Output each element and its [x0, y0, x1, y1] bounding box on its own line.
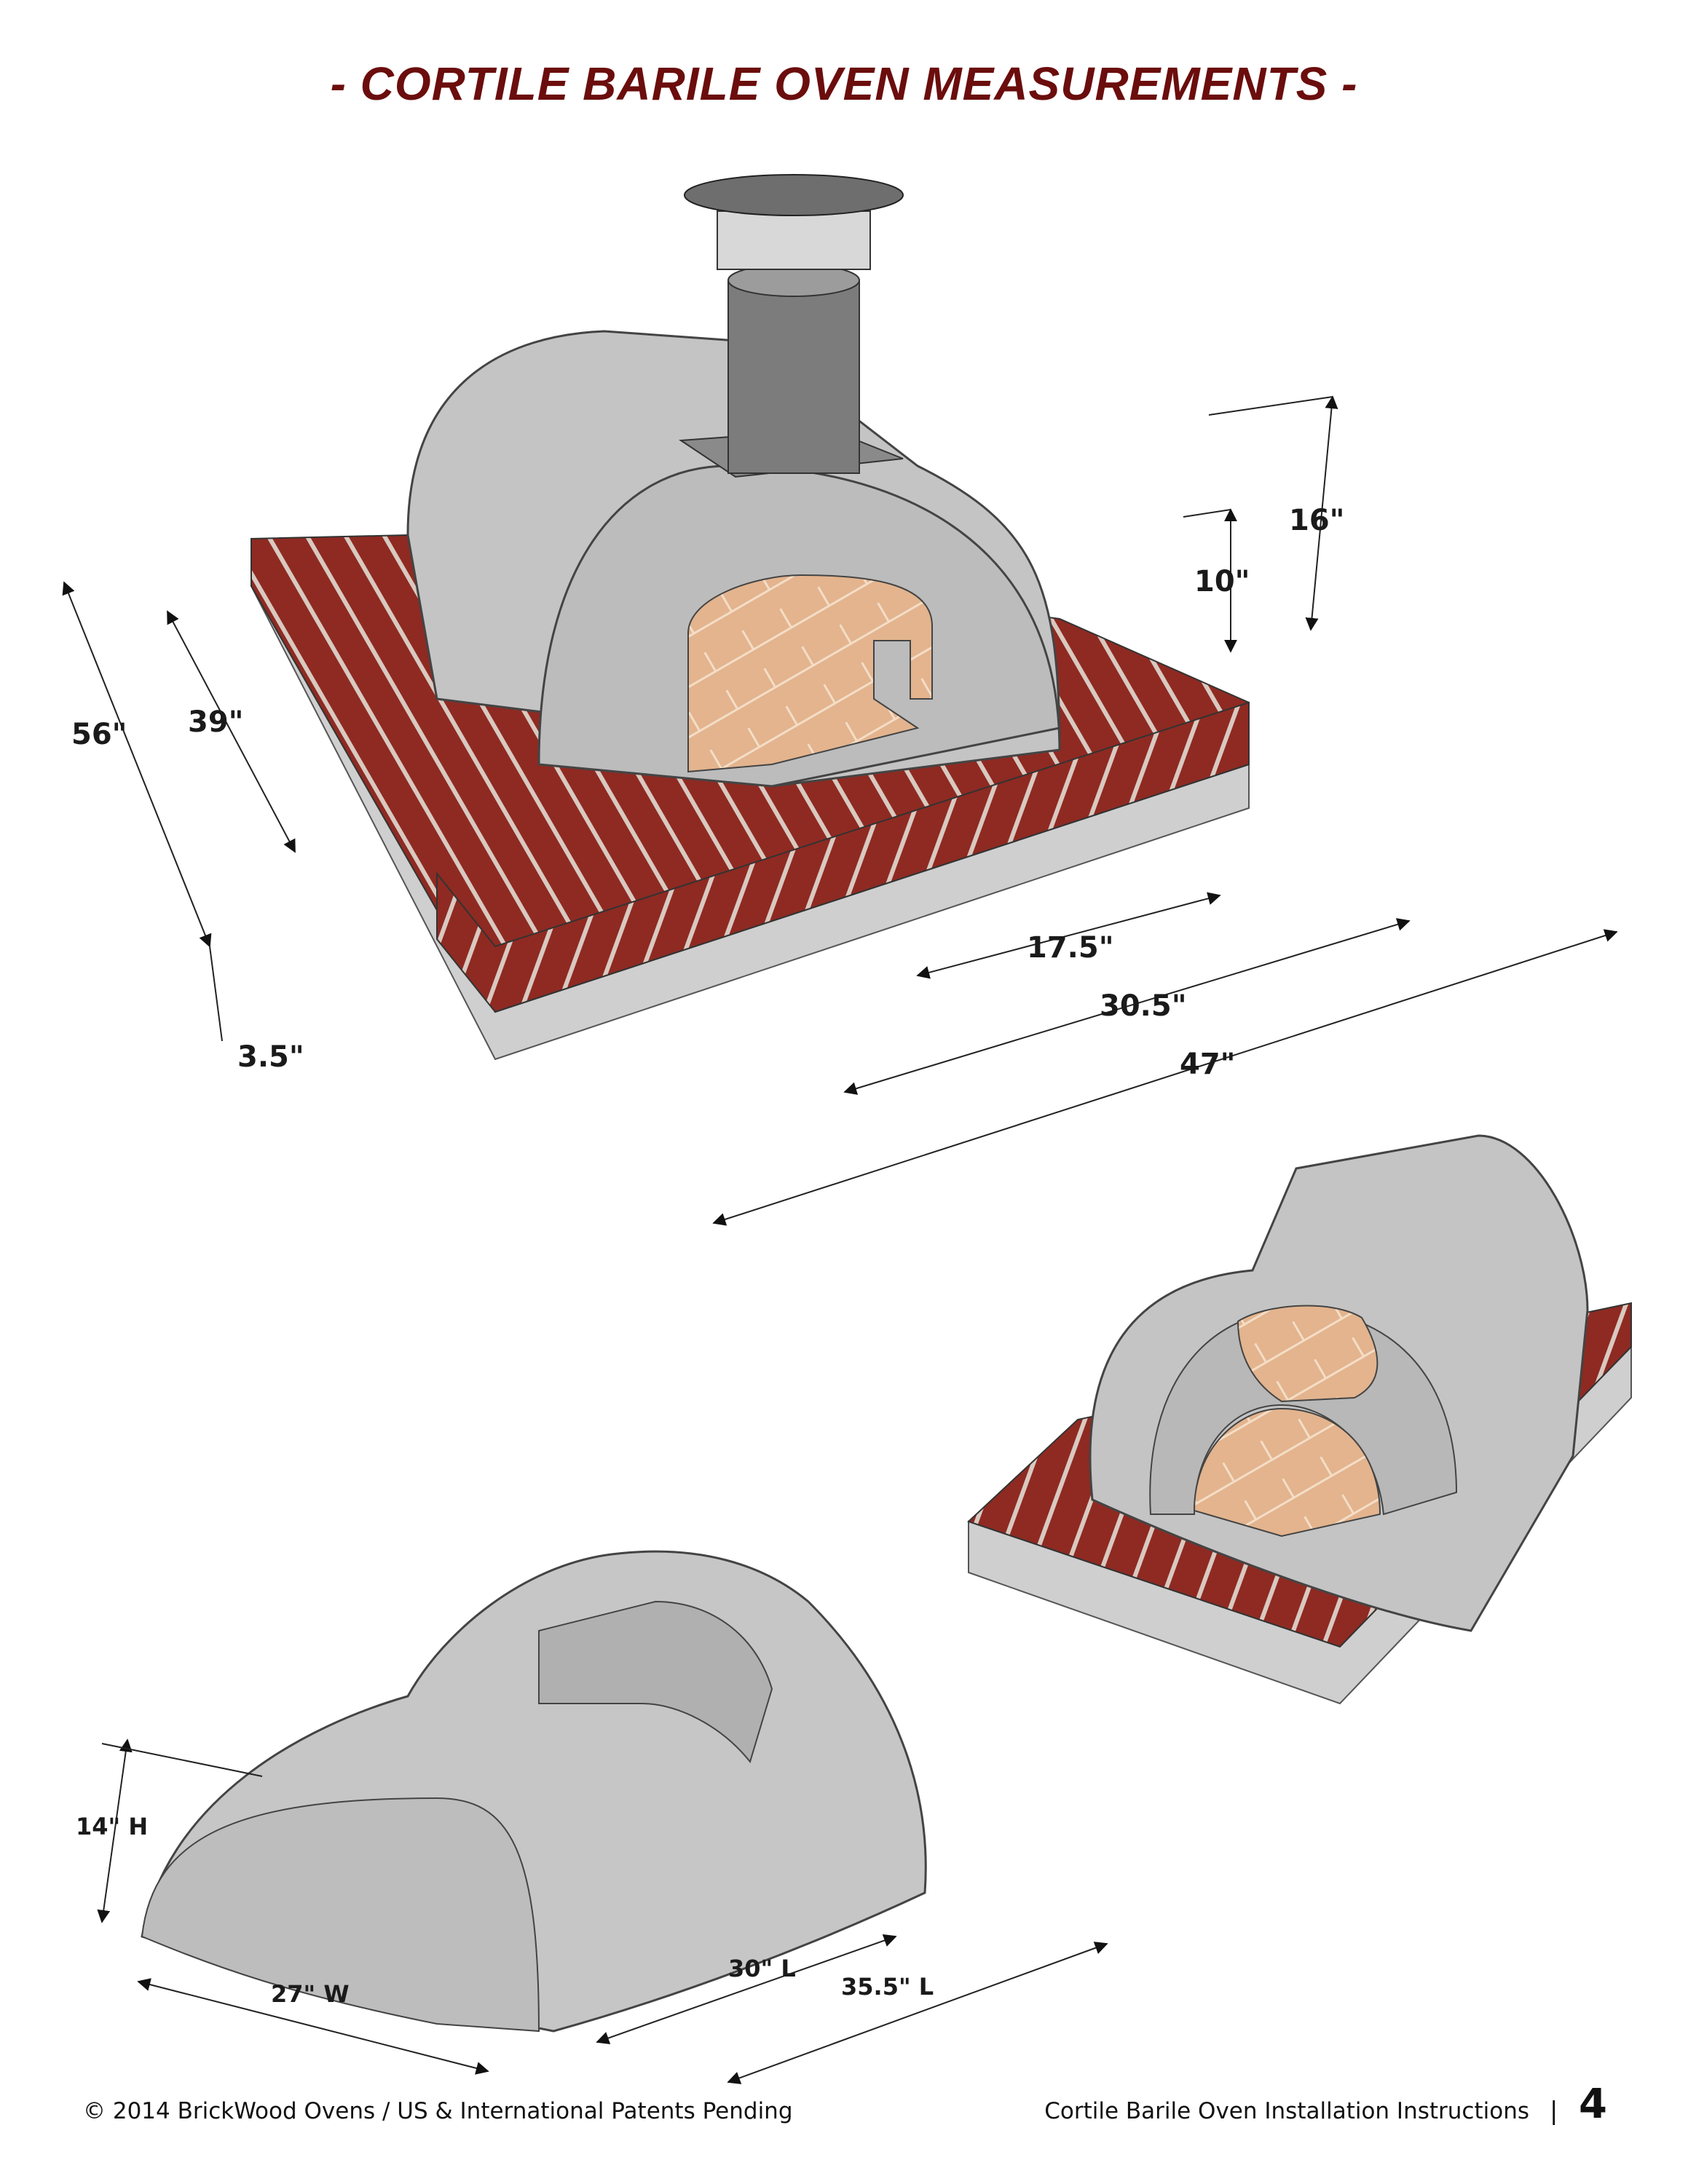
dim-depth-outer: 56" — [71, 718, 127, 751]
dim-opening-height: 10" — [1194, 565, 1250, 598]
dome-shell: 14" H 27" W 30" L 35.5" L — [76, 1550, 1108, 2084]
dim-dome-height: 14" H — [76, 1813, 148, 1840]
dim-dome-length-outer: 35.5" L — [841, 1973, 934, 2001]
exploded-inner-arch — [1149, 1309, 1458, 1516]
footer-separator: | — [1550, 2097, 1558, 2126]
dim-inner-width: 30.5" — [1100, 989, 1187, 1023]
main-oven: 56" 39" 3.5" 17.5" 30.5" 47" 10" 16" — [62, 174, 1618, 1226]
page-number: 4 — [1579, 2081, 1607, 2128]
page-title: - CORTILE BARILE OVEN MEASUREMENTS - — [330, 58, 1358, 110]
dim-outer-width: 47" — [1180, 1048, 1236, 1081]
exploded-oven — [967, 1134, 1632, 1705]
dim-dome-length-inner: 30" L — [728, 1955, 796, 1982]
dim-opening-width: 17.5" — [1027, 931, 1114, 965]
footer-copyright: © 2014 BrickWood Ovens / US & Internatio… — [83, 2098, 793, 2124]
chimney-pipe — [727, 280, 860, 474]
chimney-cap — [684, 174, 904, 216]
footer-document-title: Cortile Barile Oven Installation Instruc… — [1044, 2098, 1529, 2124]
oven-opening — [687, 574, 933, 773]
dim-dome-width: 27" W — [271, 1980, 350, 2008]
chimney-cap-vent — [717, 210, 871, 270]
dim-depth-inner: 39" — [188, 705, 244, 739]
main-dimension-lines — [62, 395, 1618, 1226]
dim-hearth-height: 3.5" — [237, 1040, 304, 1074]
exploded-floor — [1193, 1407, 1381, 1538]
dome-dimension-lines — [97, 1738, 1108, 2084]
exploded-top-opening — [1237, 1305, 1379, 1403]
dome-shell-cutout — [538, 1600, 773, 1764]
brick-hearth-front — [436, 701, 1250, 1013]
dim-dome-height: 16" — [1289, 504, 1345, 537]
